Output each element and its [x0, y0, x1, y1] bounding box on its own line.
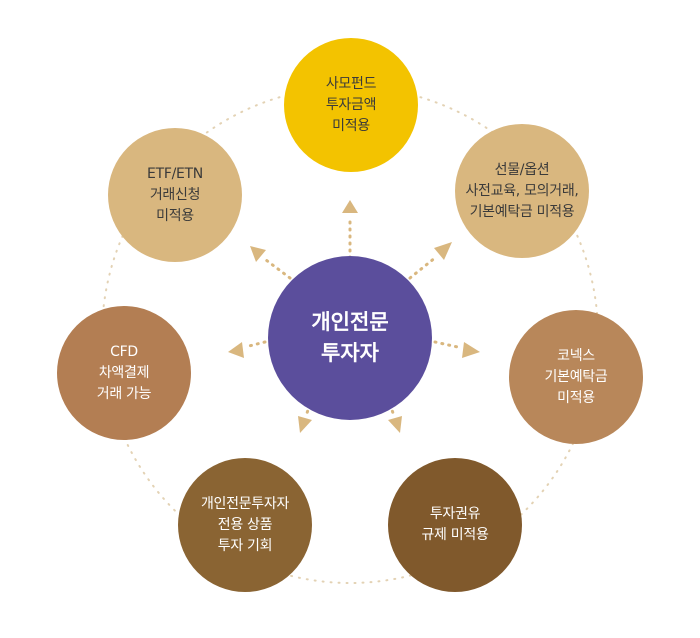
node-top-line-2: 투자금액: [325, 96, 377, 113]
node-upper-left-line-2: 거래신청: [149, 186, 201, 203]
node-upper-left-line-1: ETF/ETN: [147, 165, 203, 182]
center-node-line-1: 개인전문: [311, 310, 389, 334]
node-lower-left-line-1: 개인전문투자자: [200, 495, 290, 512]
spoke-top: [342, 200, 358, 260]
node-upper-right-line-2: 사전교육, 모의거래,: [465, 182, 579, 199]
spoke-upper-left: [250, 246, 292, 280]
arrowhead-upper-left: [250, 246, 266, 262]
node-upper-left-line-3: 미적용: [156, 207, 194, 224]
node-left-line-3: 거래 가능: [96, 385, 152, 402]
node-top-line-1: 사모펀드: [325, 75, 377, 92]
node-lower-right-line-2: 규제 미적용: [421, 527, 489, 543]
node-lower-left-line-2: 전용 상품: [217, 516, 273, 533]
node-left-line-2: 차액결제: [98, 364, 150, 381]
center-node: 개인전문 투자자: [268, 256, 432, 420]
node-lower-left-line-3: 투자 기회: [217, 537, 273, 554]
arrowhead-lower-right: [388, 416, 402, 433]
spoke-right: [433, 340, 480, 358]
node-lower-right-line-1: 투자권유: [429, 506, 481, 522]
node-top: 사모펀드 투자금액 미적용: [284, 38, 418, 172]
arrowhead-lower-left: [298, 416, 312, 433]
node-lower-right: 투자권유 규제 미적용: [388, 458, 522, 592]
center-node-line-2: 투자자: [321, 341, 379, 365]
node-right-line-2: 기본예탁금: [544, 368, 608, 385]
node-right: 코넥스 기본예탁금 미적용: [509, 310, 643, 444]
arrowhead-left: [228, 342, 244, 358]
node-left: CFD 차액결제 거래 가능: [57, 306, 191, 440]
spoke-upper-right: [408, 242, 452, 280]
node-right-line-3: 미적용: [557, 389, 595, 406]
node-upper-right-line-3: 기본예탁금 미적용: [469, 203, 575, 220]
arrowhead-top: [342, 200, 358, 213]
node-left-line-1: CFD: [110, 343, 138, 360]
node-lower-left: 개인전문투자자 전용 상품 투자 기회: [178, 458, 312, 592]
node-upper-left: ETF/ETN 거래신청 미적용: [108, 128, 242, 262]
node-upper-right-line-1: 선물/옵션: [494, 161, 550, 178]
spoke-left: [228, 340, 267, 358]
arrowhead-upper-right: [434, 242, 452, 260]
arrowhead-right: [462, 342, 480, 358]
node-upper-right: 선물/옵션 사전교육, 모의거래, 기본예탁금 미적용: [455, 124, 589, 258]
node-top-line-3: 미적용: [332, 117, 370, 134]
node-right-line-1: 코넥스: [557, 347, 595, 364]
